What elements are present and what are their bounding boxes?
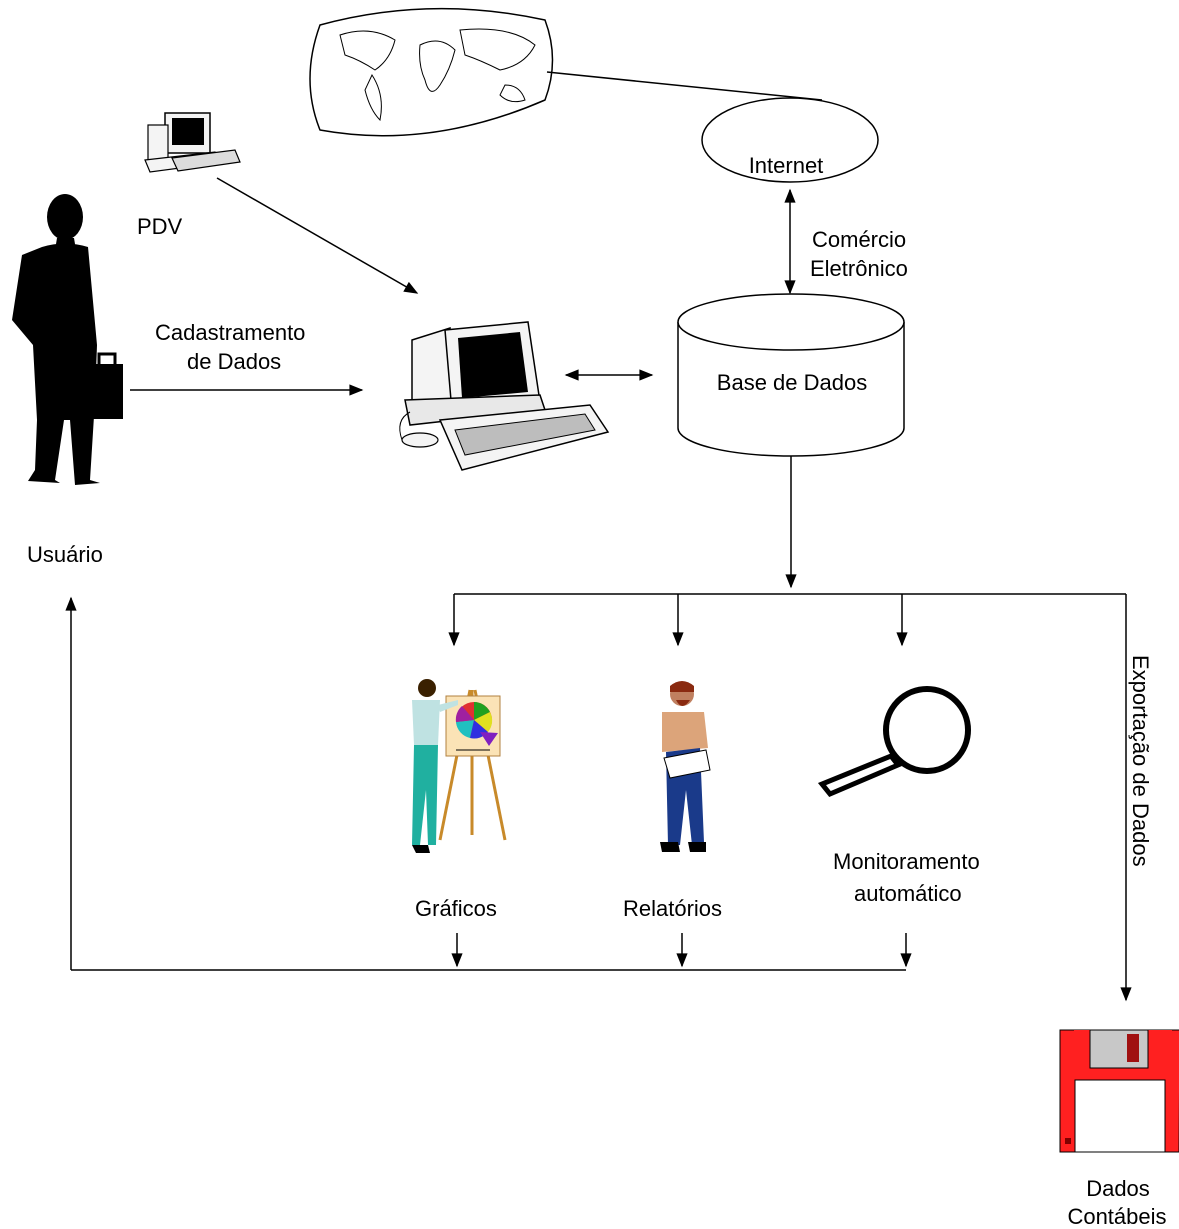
map-internet-connector	[546, 71, 823, 101]
monitoramento-label-line2: automático	[854, 881, 962, 906]
internet-node: Internet	[701, 97, 879, 183]
magnifier-icon	[817, 686, 971, 798]
database-node: Base de Dados	[677, 293, 905, 457]
cadastramento-label-line1: Cadastramento	[155, 320, 305, 345]
cadastramento-label-line2: de Dados	[187, 349, 281, 374]
monitoramento-label-line1: Monitoramento	[833, 849, 980, 874]
internet-label: Internet	[749, 153, 824, 178]
businessman-icon	[12, 194, 123, 485]
usuario-label: Usuário	[27, 542, 103, 567]
pdv-workstation-arrow	[216, 177, 419, 294]
dados-contabeis-label-line2: Contábeis	[1067, 1204, 1166, 1229]
exportacao-label: Exportação de Dados	[1128, 655, 1153, 867]
presenter-chart-icon	[412, 679, 507, 853]
database-label: Base de Dados	[717, 370, 867, 395]
comercio-label-line2: Eletrônico	[810, 256, 908, 281]
man-with-report-icon	[660, 681, 711, 852]
world-map-icon	[309, 7, 554, 137]
pdv-label: PDV	[137, 214, 183, 239]
workstation-icon	[399, 321, 610, 471]
small-computer-icon	[144, 112, 241, 173]
floppy-disk-icon	[1059, 1029, 1179, 1153]
comercio-label-line1: Comércio	[812, 227, 906, 252]
relatorios-label: Relatórios	[623, 896, 722, 921]
graficos-label: Gráficos	[415, 896, 497, 921]
dados-contabeis-label-line1: Dados	[1086, 1176, 1150, 1201]
